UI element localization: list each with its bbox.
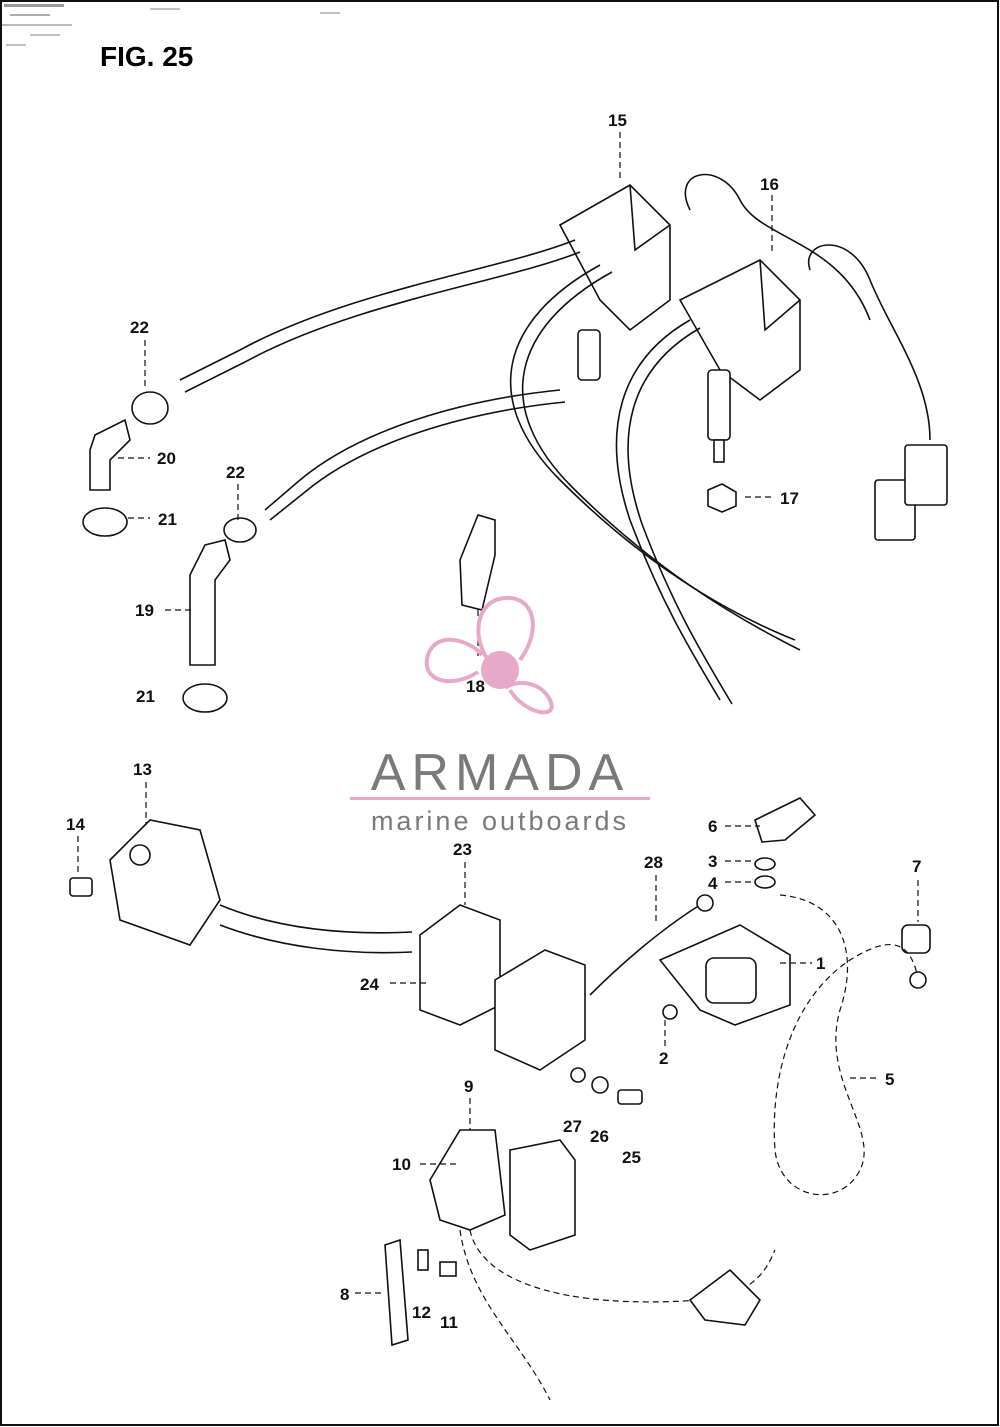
rectifier-relay-assembly xyxy=(69,797,931,1401)
callout-20: 20 xyxy=(157,449,176,468)
leader-lines xyxy=(77,132,919,1294)
callout-26: 26 xyxy=(590,1127,609,1146)
callout-12: 12 xyxy=(412,1303,431,1322)
callout-22-upper: 22 xyxy=(130,318,149,337)
callout-13: 13 xyxy=(133,760,152,779)
callout-21-lower: 21 xyxy=(136,687,155,706)
callout-16: 16 xyxy=(760,175,779,194)
callout-2: 2 xyxy=(659,1049,668,1068)
callout-labels: 15 16 17 22 20 21 22 19 21 18 13 14 23 2… xyxy=(66,111,921,1332)
callout-5: 5 xyxy=(885,1070,894,1089)
callout-11: 11 xyxy=(440,1313,458,1332)
callout-4: 4 xyxy=(708,874,718,893)
scan-noise xyxy=(2,4,340,46)
callout-7: 7 xyxy=(912,857,921,876)
callout-15: 15 xyxy=(608,111,627,130)
callout-9: 9 xyxy=(464,1077,473,1096)
figure-title: FIG. 25 xyxy=(100,41,193,72)
callout-6: 6 xyxy=(708,817,717,836)
ignition-coil-assembly xyxy=(82,173,948,713)
propeller-icon xyxy=(424,595,554,715)
callout-22-lower: 22 xyxy=(226,463,245,482)
callout-25: 25 xyxy=(622,1148,641,1167)
brand-tagline: marine outboards xyxy=(371,806,629,836)
brand-name: ARMADA xyxy=(371,744,629,802)
callout-28: 28 xyxy=(644,853,663,872)
callout-14: 14 xyxy=(66,815,85,834)
callout-27: 27 xyxy=(563,1117,582,1136)
callout-23: 23 xyxy=(453,840,472,859)
callout-10: 10 xyxy=(392,1155,411,1174)
callout-24: 24 xyxy=(360,975,379,994)
watermark-logo: ARMADA marine outboards xyxy=(350,595,650,836)
callout-21-upper: 21 xyxy=(158,510,177,529)
brand-underline xyxy=(350,797,650,800)
callout-1: 1 xyxy=(816,954,825,973)
callout-17: 17 xyxy=(780,489,799,508)
callout-3: 3 xyxy=(708,852,717,871)
callout-19: 19 xyxy=(135,601,154,620)
callout-8: 8 xyxy=(340,1285,349,1304)
callout-18: 18 xyxy=(466,677,485,696)
